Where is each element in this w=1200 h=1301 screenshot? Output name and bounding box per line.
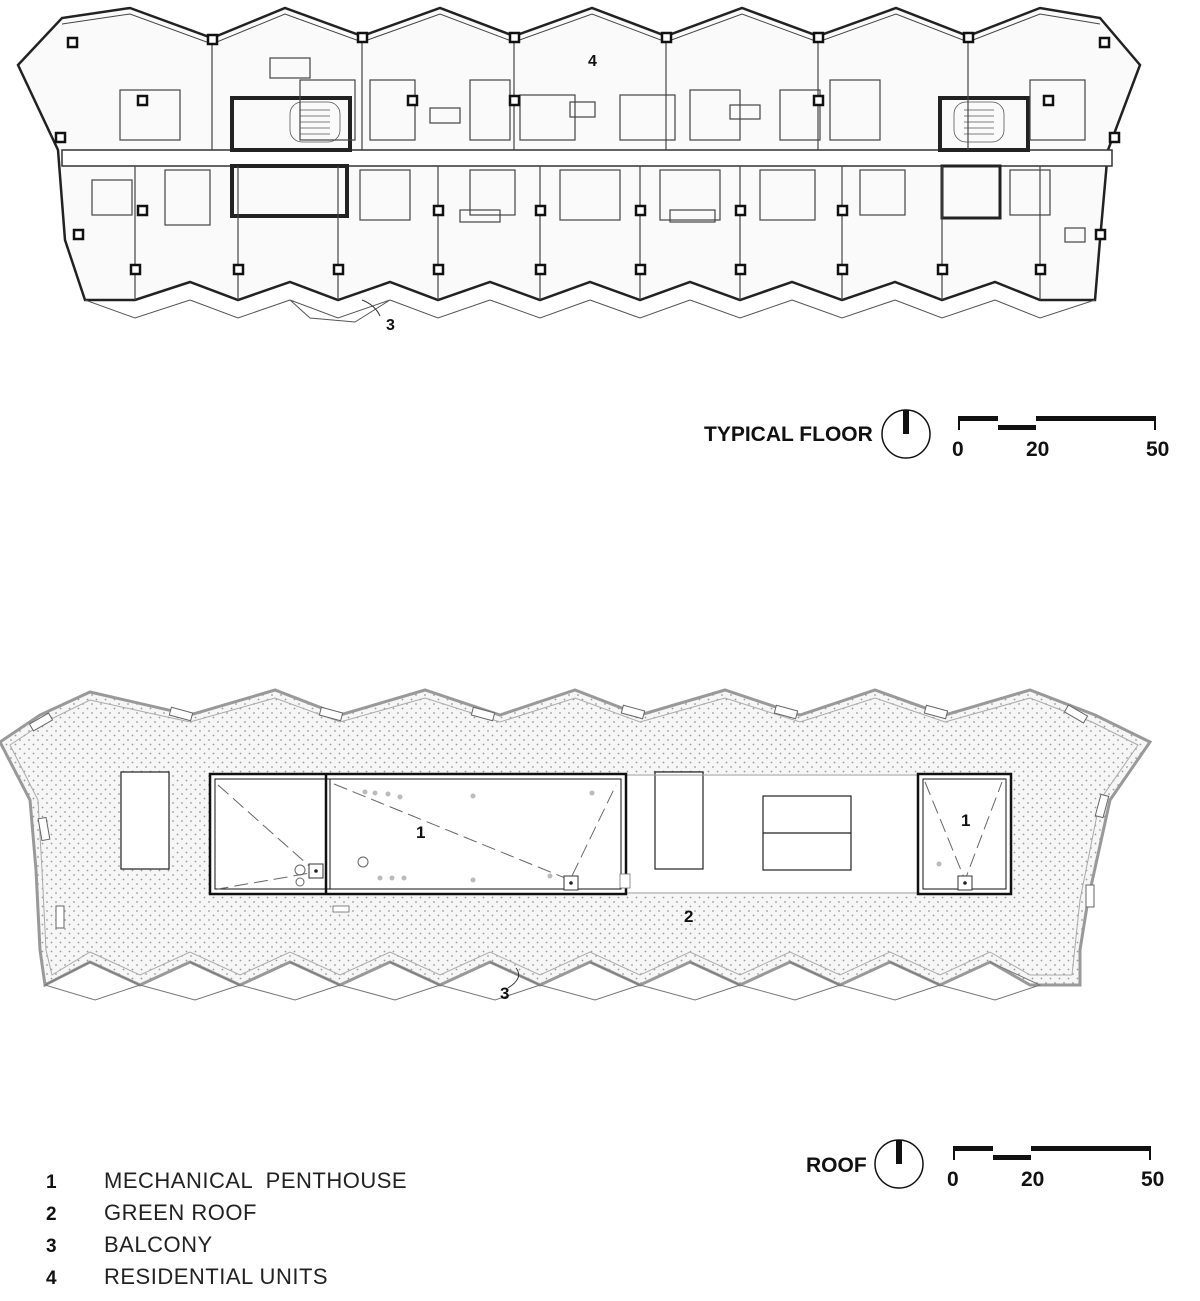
- core-left-upper: [230, 96, 352, 152]
- balconies-bottom: [84, 299, 1096, 323]
- legend-number: 2: [46, 1204, 57, 1225]
- corridor: [61, 149, 1113, 167]
- tag-mechanical-penthouse-main: 1: [416, 823, 425, 842]
- roof-balcony-leader: [507, 967, 520, 989]
- tag-residential-units: 4: [588, 53, 597, 70]
- structural-columns: [54, 31, 1121, 276]
- legend-number: 3: [46, 1236, 57, 1257]
- legend-number: 1: [46, 1172, 57, 1193]
- north-arrow-icon: [874, 1139, 924, 1189]
- roof-hatch-mid-b: [654, 771, 704, 870]
- scale-tick-20: 20: [1026, 438, 1049, 461]
- legend: 1 MECHANICAL PENTHOUSE 2 GREEN ROOF 3 BA…: [46, 1168, 407, 1296]
- legend-item: 2 GREEN ROOF: [46, 1200, 407, 1232]
- roof-parapet: [9, 697, 1139, 976]
- balcony-leader: [361, 299, 381, 317]
- balcony-outline-top: [61, 13, 1101, 45]
- mechanical-penthouse-east: [916, 772, 1013, 896]
- scale-tick-0: 0: [952, 438, 964, 461]
- roof-balcony-outlines: [43, 961, 1042, 1001]
- typical-floor-title: TYPICAL FLOOR: [704, 423, 873, 446]
- scale-tick-0: 0: [947, 1168, 959, 1191]
- tag-green-roof: 2: [684, 907, 693, 926]
- scale-tick-20: 20: [1021, 1168, 1044, 1191]
- typical-floor-plan: 4 3: [16, 6, 1142, 334]
- roof-hatch-left: [120, 771, 170, 870]
- stair-right: [953, 101, 1005, 143]
- unit-partitions: [91, 36, 1086, 300]
- tag-mechanical-penthouse-east: 1: [961, 811, 970, 830]
- roof-plan: 1 1 2 3: [0, 688, 1153, 1003]
- tag-balcony: 3: [386, 317, 395, 334]
- legend-label: GREEN ROOF: [104, 1200, 257, 1225]
- scale-bar-typical: [958, 416, 1156, 430]
- scale-bar-roof: [953, 1146, 1151, 1160]
- parapet-fittings: [28, 704, 1110, 929]
- legend-label: BALCONY: [104, 1232, 213, 1257]
- legend-item: 1 MECHANICAL PENTHOUSE: [46, 1168, 407, 1200]
- scale-tick-50: 50: [1141, 1168, 1164, 1191]
- stair-left: [289, 101, 341, 143]
- skylight: [762, 795, 852, 871]
- north-arrow-icon: [881, 409, 931, 459]
- legend-number: 4: [46, 1268, 57, 1289]
- legend-label: RESIDENTIAL UNITS: [104, 1264, 329, 1289]
- roof-title: ROOF: [806, 1154, 867, 1177]
- scale-tick-50: 50: [1146, 438, 1169, 461]
- core-left-lower: [230, 164, 349, 218]
- legend-item: 4 RESIDENTIAL UNITS: [46, 1264, 407, 1296]
- legend-item: 3 BALCONY: [46, 1232, 407, 1264]
- legend-label: MECHANICAL PENTHOUSE: [104, 1168, 408, 1193]
- tag-roof-balcony: 3: [500, 984, 509, 1003]
- mechanical-penthouse-main: [208, 772, 631, 913]
- core-right-upper: [938, 96, 1030, 152]
